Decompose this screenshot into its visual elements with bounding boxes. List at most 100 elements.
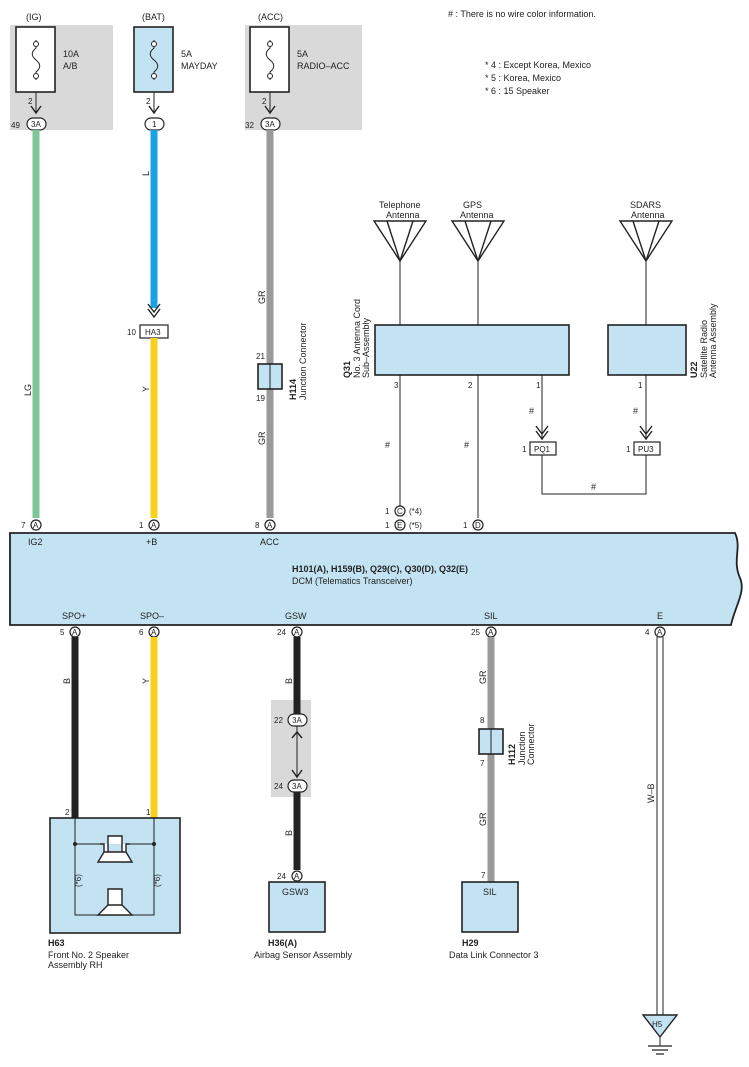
dcm-label-e: E <box>657 611 663 621</box>
h63-note-right: (*6) <box>153 874 162 887</box>
antenna-icon-gps <box>450 220 506 263</box>
fuse-name-bat: MAYDAY <box>181 61 218 71</box>
fuse-amp-acc: 5A <box>297 49 308 59</box>
speaker-icon-2 <box>96 888 134 916</box>
dcm-title: H101(A), H159(B), Q29(C), Q30(D), Q32(E) <box>292 564 468 574</box>
h112-name: JunctionConnector <box>517 723 536 765</box>
fuse-name-ig: A/B <box>63 61 78 71</box>
arrow-icon-inline-up <box>291 730 303 739</box>
fuse-amp-bat: 5A <box>181 49 192 59</box>
arrow-icon-acc <box>264 105 276 115</box>
dcm-label-spo-plus: SPO+ <box>62 611 86 621</box>
ground-icon <box>648 1045 672 1055</box>
dcm-pin-d <box>472 519 484 531</box>
note-no-color: # : There is no wire color information. <box>448 9 596 19</box>
antenna-telephone-line1: Telephone <box>379 200 421 210</box>
wire-label-gr-2: GR <box>257 431 267 445</box>
dcm-label-b: +B <box>146 537 157 547</box>
h114-name: Junction Connector <box>298 322 308 400</box>
h36-label: GSW3 <box>282 887 309 897</box>
fuse-name-acc: RADIO–ACC <box>297 61 350 71</box>
double-arrow-icon-pu3 <box>639 425 653 441</box>
dcm-label-gsw: GSW <box>285 611 307 621</box>
svg-text:Y: Y <box>141 678 151 684</box>
svg-text:A: A <box>294 872 300 881</box>
svg-text:C: C <box>397 507 403 516</box>
svg-text:8: 8 <box>255 521 260 530</box>
q31-pin-1: 1 <box>536 381 541 390</box>
h63-internal-wiring <box>74 818 155 916</box>
fuse-amp-ig: 10A <box>63 49 79 59</box>
svg-text:A: A <box>294 628 300 637</box>
wire-pq1-pu3 <box>541 455 647 495</box>
h112-pin-top: 8 <box>480 716 485 725</box>
svg-text:A: A <box>488 628 494 637</box>
dcm-label-ig2: IG2 <box>28 537 43 547</box>
dcm-pin-c <box>394 505 406 517</box>
fuse-pin-num-acc: 32 <box>245 121 254 130</box>
dcm-label-sil: SIL <box>484 611 498 621</box>
fuse-pin-num-ig: 49 <box>11 121 20 130</box>
svg-text:B: B <box>284 678 294 684</box>
dcm-note-5: (*5) <box>409 521 422 530</box>
fuse-icon-ig <box>31 40 41 80</box>
svg-text:HA3: HA3 <box>145 328 161 337</box>
svg-text:1: 1 <box>385 521 390 530</box>
svg-text:6: 6 <box>139 628 144 637</box>
note-item-4: * 4 : Except Korea, Mexico <box>485 60 591 70</box>
antenna-icon-telephone <box>372 220 428 263</box>
svg-text:A: A <box>72 628 78 637</box>
svg-text:B: B <box>284 830 294 836</box>
h29-code: H29 <box>462 938 479 948</box>
h112-pin-bottom: 7 <box>480 759 485 768</box>
svg-text:A: A <box>267 521 273 530</box>
wire-label-y-top: Y <box>141 386 151 392</box>
svg-text:GR: GR <box>478 812 488 826</box>
h112-code: H112 <box>507 744 517 765</box>
h5-label: H5 <box>652 1020 663 1029</box>
double-arrow-icon-bat <box>147 303 161 319</box>
speaker-icon-1 <box>96 835 134 863</box>
svg-text:A: A <box>151 521 157 530</box>
h5-ground-triangle <box>641 1014 679 1039</box>
u22-name2: Antenna Assembly <box>708 303 718 378</box>
svg-text:24: 24 <box>277 872 286 881</box>
svg-text:PU3: PU3 <box>638 445 654 454</box>
q31-name2: Sub–Assembly <box>361 317 371 378</box>
supply-ig: (IG) <box>26 12 42 22</box>
h36-airbag-sensor <box>268 881 326 933</box>
fuse-pin-top-bat: 2 <box>146 97 151 106</box>
svg-text:24: 24 <box>277 628 286 637</box>
svg-text:#: # <box>385 440 390 450</box>
q31-antenna-cord <box>374 324 570 376</box>
wire-label-lg: LG <box>23 384 33 396</box>
svg-text:3A: 3A <box>31 120 41 129</box>
q31-code: Q31 <box>342 361 352 378</box>
svg-text:A: A <box>33 521 39 530</box>
dcm-pin-e <box>654 626 666 638</box>
svg-text:1: 1 <box>146 808 151 817</box>
h29-name: Data Link Connector 3 <box>449 950 539 960</box>
h36-code: H36(A) <box>268 938 297 948</box>
svg-text:3A: 3A <box>292 716 302 725</box>
h29-data-link-connector <box>461 881 519 933</box>
u22-pin: 1 <box>638 381 643 390</box>
arrow-icon-ig <box>30 105 42 115</box>
svg-text:1: 1 <box>463 521 468 530</box>
note-item-5: * 5 : Korea, Mexico <box>485 73 561 83</box>
dcm-label-spo-minus: SPO– <box>140 611 164 621</box>
arrow-icon-inline-down <box>291 769 303 779</box>
svg-text:#: # <box>529 406 534 416</box>
dcm-label-acc: ACC <box>260 537 280 547</box>
u22-satellite-radio <box>607 324 687 376</box>
svg-text:22: 22 <box>274 716 283 725</box>
q31-pin-2: 2 <box>468 381 473 390</box>
svg-text:#: # <box>591 482 596 492</box>
dcm-subtitle: DCM (Telematics Transceiver) <box>292 576 413 586</box>
fuse-pin-top-acc: 2 <box>262 97 267 106</box>
svg-text:D: D <box>475 521 481 530</box>
fuse-pin-top-ig: 2 <box>28 97 33 106</box>
h114-code: H114 <box>288 379 298 400</box>
